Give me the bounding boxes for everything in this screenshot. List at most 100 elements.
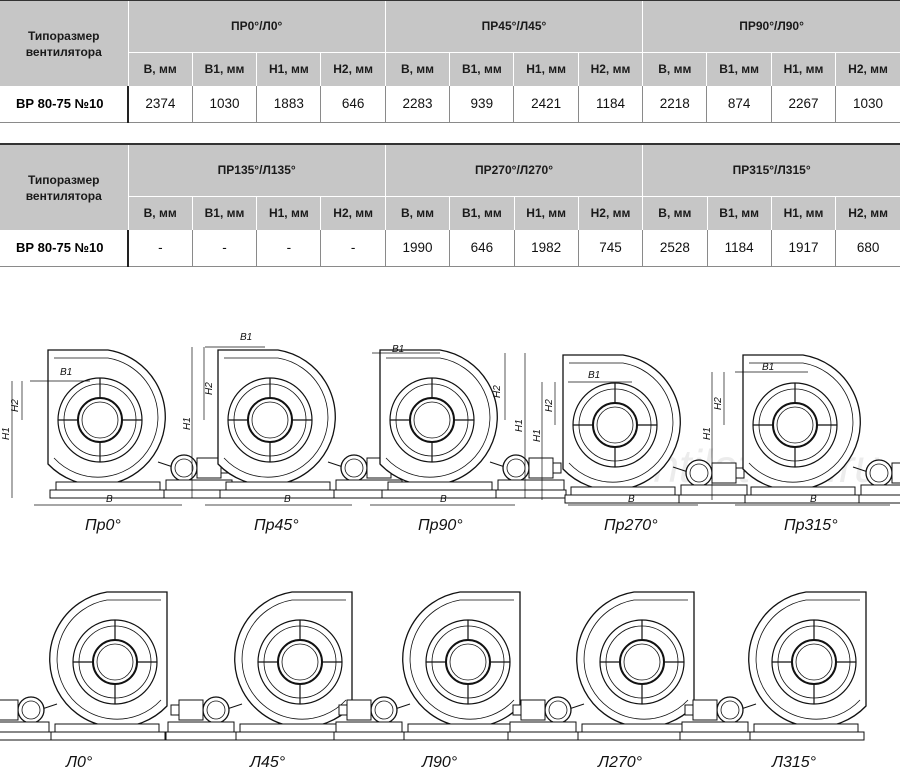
dim-b: В: [284, 494, 291, 505]
table1-subheader: Н2, мм: [320, 51, 386, 86]
table1-value-cell: 939: [449, 86, 514, 123]
table2-row: ВР 80-75 №10 - - - - 1990 646 1982 745 2…: [0, 230, 900, 267]
table1-value-cell: 2283: [384, 86, 450, 123]
table1-subheader: Н2, мм: [577, 51, 643, 86]
dim-h1: Н1: [182, 417, 193, 430]
drawing-l90: Л90°: [334, 592, 520, 771]
dimensions-table-1: Типоразмер вентилятора ПР0°/Л0° ПР45°/Л4…: [0, 1, 900, 123]
dim-b1: В1: [588, 370, 600, 381]
table1-subheader: В1, мм: [706, 51, 772, 86]
table2-subheader: В1, мм: [191, 195, 257, 230]
drawing-pr0: В1 Н2 Н1 В Пр0°: [1, 349, 235, 534]
table2-subheader: В1, мм: [449, 195, 514, 230]
table1-value-cell: 646: [320, 86, 386, 123]
table2-value-cell: -: [320, 230, 386, 267]
caption-l90: Л90°: [421, 754, 458, 771]
table1-subheader: В, мм: [384, 51, 450, 86]
table2-subheader: В, мм: [642, 195, 708, 230]
table2-group-1: ПР270°/Л270°: [384, 145, 643, 196]
table2-top-rule: [0, 143, 900, 145]
table1-value-cell: 2267: [770, 86, 836, 123]
table2-value-cell: 1990: [384, 230, 450, 267]
table1-group-0: ПР0°/Л0°: [127, 1, 386, 52]
table2-value-cell: -: [191, 230, 257, 267]
dim-h1: Н1: [702, 427, 713, 440]
dim-b1: В1: [60, 367, 72, 378]
table2-subheader: Н1, мм: [513, 195, 579, 230]
table1-group-1: ПР45°/Л45°: [384, 1, 643, 52]
caption-l45: Л45°: [249, 754, 286, 771]
dim-h2: Н2: [10, 399, 21, 412]
table1-header-label: Типоразмер вентилятора: [0, 1, 128, 86]
table2-subheader: В, мм: [127, 195, 193, 230]
drawing-pr90: В1 Н2 Н1 В Пр90°: [370, 344, 567, 534]
table1-subheader: Н1, мм: [256, 51, 321, 86]
table2-value-cell: -: [256, 230, 321, 267]
dim-h2: Н2: [492, 385, 503, 398]
dim-h1: Н1: [532, 429, 543, 442]
table2-value-cell: 646: [449, 230, 514, 267]
drawing-l270: Л270°: [508, 592, 694, 771]
table2-value-cell: 745: [577, 230, 643, 267]
dim-h2: Н2: [713, 397, 724, 410]
table2-subheader: В1, мм: [706, 195, 772, 230]
table1-value-cell: 2374: [127, 86, 193, 123]
caption-pr315: Пр315°: [784, 517, 838, 534]
table1-value-cell: 2218: [642, 86, 707, 123]
drawing-l315: Л315°: [680, 592, 866, 771]
table2-subheader: Н2, мм: [835, 195, 900, 230]
caption-pr0: Пр0°: [85, 517, 121, 534]
table2-subheader: Н1, мм: [770, 195, 836, 230]
table1-subheader: В1, мм: [449, 51, 514, 86]
table2-header-label: Типоразмер вентилятора: [0, 145, 128, 230]
dim-h2: Н2: [204, 382, 215, 395]
drawing-l0: Л0°: [0, 592, 167, 771]
table1-subheader: В, мм: [642, 51, 707, 86]
dimensions-table-2: Типоразмер вентилятора ПР135°/Л135° ПР27…: [0, 145, 900, 267]
table2-subheader: Н2, мм: [577, 195, 643, 230]
dim-b1: В1: [762, 362, 774, 373]
caption-pr270: Пр270°: [604, 517, 658, 534]
caption-l270: Л270°: [597, 754, 643, 771]
dim-h1: Н1: [1, 427, 12, 440]
table1-subheader: В1, мм: [191, 51, 257, 86]
drawing-pr270: В1 Н2 Н1 В Пр270°: [532, 354, 750, 534]
table2-subheader: Н2, мм: [320, 195, 386, 230]
table1-subheader: Н1, мм: [770, 51, 836, 86]
table1-value-cell: 1030: [191, 86, 257, 123]
table1-model-cell: ВР 80-75 №10: [0, 86, 129, 123]
drawing-pr45: В1 Н2 Н1 В Пр45°: [182, 332, 405, 534]
table1-subheader: Н2, мм: [835, 51, 900, 86]
table2-value-cell: 1917: [770, 230, 836, 267]
dim-b1: В1: [392, 344, 404, 355]
table1-group-2: ПР90°/Л90°: [642, 1, 900, 52]
table1-value-cell: 874: [706, 86, 772, 123]
table1-row: ВР 80-75 №10 2374 1030 1883 646 2283 939…: [0, 86, 900, 123]
table2-model-cell: ВР 80-75 №10: [0, 230, 129, 267]
table1-value-cell: 1883: [256, 86, 321, 123]
drawing-l45: Л45°: [166, 592, 352, 771]
dim-b: В: [440, 494, 447, 505]
dim-b: В: [810, 494, 817, 505]
dim-b1: В1: [240, 332, 252, 343]
table2-value-cell: 2528: [642, 230, 708, 267]
table2-value-cell: 680: [835, 230, 900, 267]
drawing-pr315: В1 Н2 Н1 В Пр315°: [702, 354, 900, 534]
table1-value-cell: 1030: [835, 86, 900, 123]
table2-group-0: ПР135°/Л135°: [127, 145, 386, 196]
table2-subheader: В, мм: [384, 195, 450, 230]
table2-value-cell: 1982: [513, 230, 579, 267]
dim-h1: Н1: [514, 419, 525, 432]
table1-value-cell: 1184: [577, 86, 643, 123]
table2-value-cell: -: [127, 230, 193, 267]
caption-l315: Л315°: [771, 754, 817, 771]
caption-pr45: Пр45°: [254, 517, 299, 534]
table2-subheader: Н1, мм: [256, 195, 321, 230]
dim-b: В: [628, 494, 635, 505]
dim-h2: Н2: [544, 399, 555, 412]
dim-b: В: [106, 494, 113, 505]
table1-value-cell: 2421: [513, 86, 579, 123]
table2-value-cell: 1184: [706, 230, 772, 267]
caption-pr90: Пр90°: [418, 517, 463, 534]
